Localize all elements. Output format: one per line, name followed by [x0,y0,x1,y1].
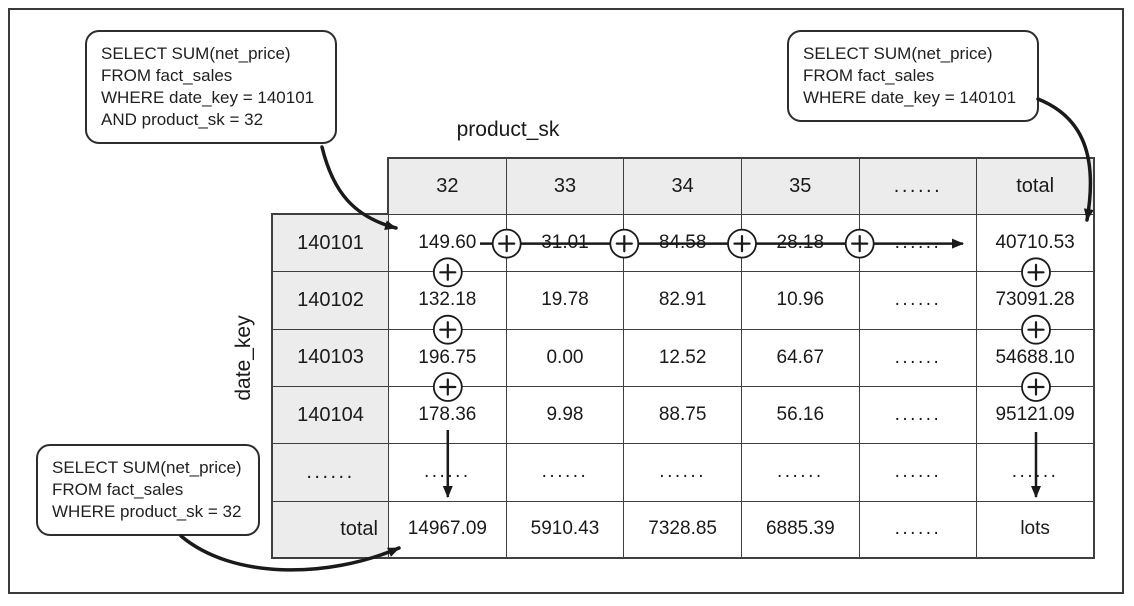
value-cell: 7328.85 [624,501,742,559]
value-cell: 132.18 [389,272,507,330]
sql-line: SELECT SUM(net_price) [52,458,242,477]
value-cell: 14967.09 [389,501,507,559]
sql-line: AND product_sk = 32 [101,110,264,129]
value-cell: ...... [624,444,742,502]
sql-line: SELECT SUM(net_price) [101,44,291,63]
value-cell: ...... [859,272,978,330]
callout-sql-column-total-query: SELECT SUM(net_price) FROM fact_sales WH… [36,444,260,536]
value-cell: 64.67 [741,329,860,387]
sql-line: SELECT SUM(net_price) [803,44,993,63]
value-cell: 19.78 [506,272,625,330]
column-header-cell: total [977,157,1095,215]
row-header-cell: 140102 [271,272,389,330]
sql-line: WHERE date_key = 140101 [803,88,1017,107]
sql-line: WHERE date_key = 140101 [101,88,315,107]
data-cube-table: 32 33 34 35 ...... total 140101 149.60 3… [271,157,1095,559]
value-text: 28.18 [773,232,828,255]
row-axis-label: date_key [232,315,255,401]
corner-cell [271,157,389,215]
value-cell: 56.16 [741,386,860,445]
value-cell: 6885.39 [741,501,860,559]
value-cell: 88.75 [624,386,742,445]
row-header-cell: 140101 [271,215,389,273]
value-cell: 31.01 [506,215,625,273]
value-cell: 82.91 [624,272,742,330]
callout-sql-row-total-query: SELECT SUM(net_price) FROM fact_sales WH… [787,30,1039,122]
column-axis-label: product_sk [456,118,560,141]
column-header-cell: 35 [741,157,860,215]
column-header-cell: 32 [389,157,507,215]
value-cell: 28.18 [741,215,860,273]
value-text: ...... [891,232,945,255]
value-cell: 149.60 [389,215,507,273]
column-header-cell: ...... [859,157,978,215]
value-cell: lots [977,501,1095,559]
value-cell: ...... [977,444,1095,502]
sql-line: WHERE product_sk = 32 [52,502,242,521]
value-cell: ...... [389,444,507,502]
value-cell: 10.96 [741,272,860,330]
value-cell: ...... [859,386,978,445]
value-cell: ...... [741,444,860,502]
value-cell: 73091.28 [977,272,1095,330]
value-cell: 178.36 [389,386,507,445]
row-header-cell: total [271,501,389,559]
value-text: 31.01 [538,232,592,255]
row-header-cell: ...... [271,444,389,502]
value-cell: ...... [859,329,978,387]
value-cell: ...... [859,215,978,273]
callout-sql-cell-query: SELECT SUM(net_price) FROM fact_sales WH… [85,30,337,144]
value-cell: 5910.43 [506,501,625,559]
value-cell: ...... [859,444,978,502]
sql-line: FROM fact_sales [52,480,184,499]
column-header-cell: 33 [506,157,625,215]
sql-line: FROM fact_sales [101,66,233,85]
value-cell: 9.98 [506,386,625,445]
value-text: 84.58 [655,232,710,255]
column-header-cell: 34 [624,157,742,215]
value-cell: ...... [506,444,625,502]
value-cell: 95121.09 [977,386,1095,445]
sql-line: FROM fact_sales [803,66,935,85]
value-cell: 40710.53 [977,215,1095,273]
value-cell: 54688.10 [977,329,1095,387]
value-cell: 12.52 [624,329,742,387]
value-cell: 196.75 [389,329,507,387]
value-cell: 84.58 [624,215,742,273]
value-cell: 0.00 [506,329,625,387]
row-header-cell: 140104 [271,386,389,445]
row-header-cell: 140103 [271,329,389,387]
value-cell: ...... [859,501,978,559]
